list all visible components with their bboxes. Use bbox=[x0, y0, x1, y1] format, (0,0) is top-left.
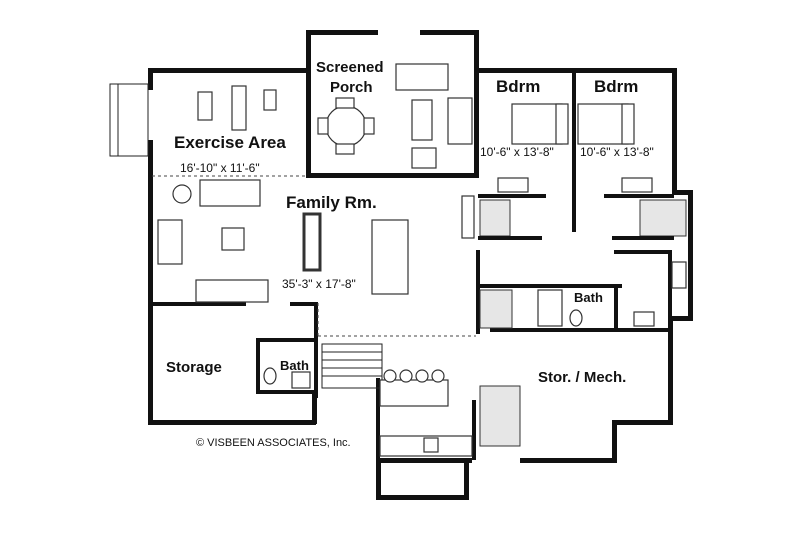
label-screened-porch-2: Porch bbox=[330, 79, 373, 96]
label-bath-upper: Bath bbox=[574, 290, 603, 305]
stairs bbox=[321, 343, 521, 447]
label-stor-mech: Stor. / Mech. bbox=[538, 369, 626, 386]
porch-furniture bbox=[317, 63, 473, 169]
porch-stub bbox=[109, 83, 149, 157]
label-storage: Storage bbox=[166, 359, 222, 376]
label-bedroom-1: Bdrm bbox=[496, 77, 540, 96]
exterior-walls bbox=[148, 30, 693, 500]
label-family-room: Family Rm. bbox=[286, 193, 377, 212]
label-bath-lower: Bath bbox=[280, 358, 309, 373]
label-bedroom-2-dim: 10'-6" x 13'-8" bbox=[580, 145, 654, 159]
interior-walls bbox=[150, 70, 687, 460]
bath-fixtures bbox=[263, 261, 687, 389]
bedroom-furniture bbox=[497, 103, 653, 193]
exercise-equipment bbox=[197, 85, 277, 131]
kitchenette bbox=[379, 369, 473, 457]
label-exercise-dim: 16'-10" x 11'-6" bbox=[180, 161, 260, 175]
dashed-guides bbox=[152, 175, 476, 337]
copyright-text: © VISBEEN ASSOCIATES, Inc. bbox=[196, 437, 351, 449]
label-bedroom-2: Bdrm bbox=[594, 77, 638, 96]
label-exercise-area: Exercise Area bbox=[174, 133, 286, 152]
family-room-furniture bbox=[157, 179, 475, 303]
label-family-dim: 35'-3" x 17'-8" bbox=[282, 277, 356, 291]
label-bedroom-1-dim: 10'-6" x 13'-8" bbox=[480, 145, 554, 159]
label-screened-porch-1: Screened bbox=[316, 59, 384, 76]
